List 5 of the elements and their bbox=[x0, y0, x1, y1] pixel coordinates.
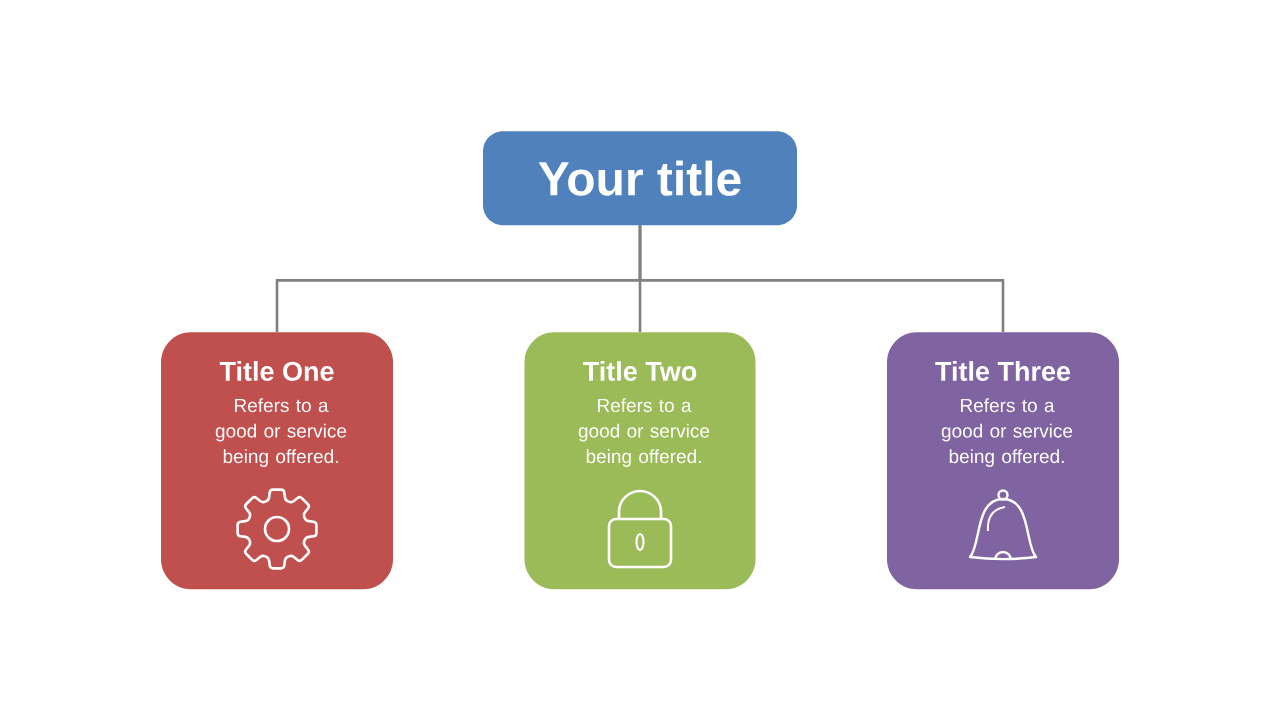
process-box: Title Three Refers to a good or service being offered. bbox=[887, 332, 1119, 590]
process-box: Title One Refers to a good or service being offered. bbox=[161, 332, 393, 590]
connector bbox=[638, 225, 1005, 332]
process-box: Title Two Refers to a good or service being offered. bbox=[524, 332, 756, 590]
title-box: Your title bbox=[483, 131, 797, 226]
